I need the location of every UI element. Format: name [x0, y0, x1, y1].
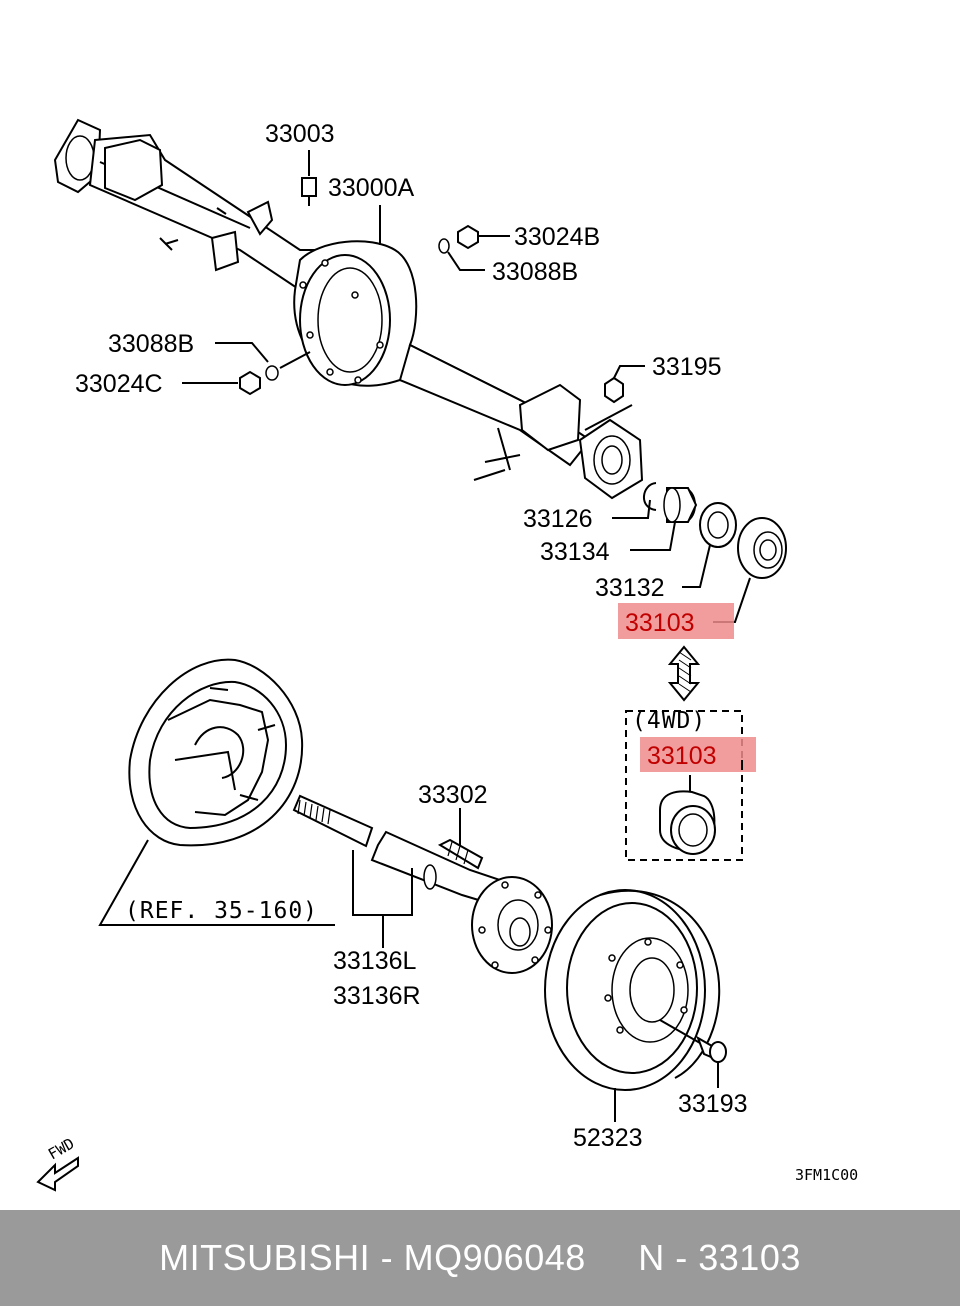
bearing-33103-4wd	[659, 775, 716, 855]
parts-diagram: 33103 (4WD) 33103 (REF. 35-160)	[36, 118, 859, 1192]
label-33103-upper: 33103	[625, 609, 695, 637]
label-52323: 52323	[573, 1124, 643, 1152]
footer-bar: MITSUBISHI - MQ906048 N - 33103	[0, 1210, 960, 1306]
screw-33193	[659, 1019, 727, 1088]
fwd-arrow-icon: FWD	[36, 1134, 79, 1192]
label-33024b: 33024B	[514, 223, 600, 251]
label-33132: 33132	[595, 574, 665, 602]
hub-bolt-33302	[437, 808, 484, 870]
label-33195: 33195	[652, 353, 722, 381]
label-33000a: 33000A	[328, 174, 415, 202]
nut-33024b	[379, 205, 510, 271]
nut-33195	[584, 365, 645, 431]
label-33193: 33193	[678, 1090, 748, 1118]
breather-33003	[301, 150, 317, 206]
label-33134: 33134	[540, 538, 610, 566]
axle-housing	[53, 118, 644, 500]
label-4wd: (4WD)	[632, 708, 706, 734]
shaft-leader	[352, 850, 413, 948]
label-33136r: 33136R	[333, 982, 421, 1010]
label-33126: 33126	[523, 505, 593, 533]
highlight-33103-upper	[618, 603, 734, 639]
label-33088b-left: 33088B	[108, 330, 194, 358]
axle-shaft	[292, 794, 553, 974]
label-33103-lower: 33103	[647, 742, 717, 770]
part-number-caption: MITSUBISHI - MQ906048 N - 33103	[159, 1237, 801, 1278]
brake-backing-plate	[128, 658, 304, 847]
ref-leader	[98, 839, 335, 926]
bearing-33103	[713, 517, 787, 623]
highlight-33103-lower	[640, 737, 756, 772]
label-33024c: 33024C	[75, 370, 163, 398]
label-33136l: 33136L	[333, 947, 417, 975]
double-arrow-icon	[667, 645, 701, 702]
snap-ring-33126	[612, 482, 657, 519]
nut-33024c	[182, 342, 311, 396]
label-ref: (REF. 35-160)	[125, 898, 318, 924]
diagram-code: 3FM1C00	[795, 1166, 858, 1184]
brake-drum-52323	[544, 889, 721, 1122]
label-33003: 33003	[265, 120, 335, 148]
collar-33134	[630, 487, 698, 551]
label-33088b-right: 33088B	[492, 258, 578, 286]
label-fwd: FWD	[45, 1134, 77, 1163]
label-33302: 33302	[418, 781, 488, 809]
seal-33132	[682, 502, 737, 588]
